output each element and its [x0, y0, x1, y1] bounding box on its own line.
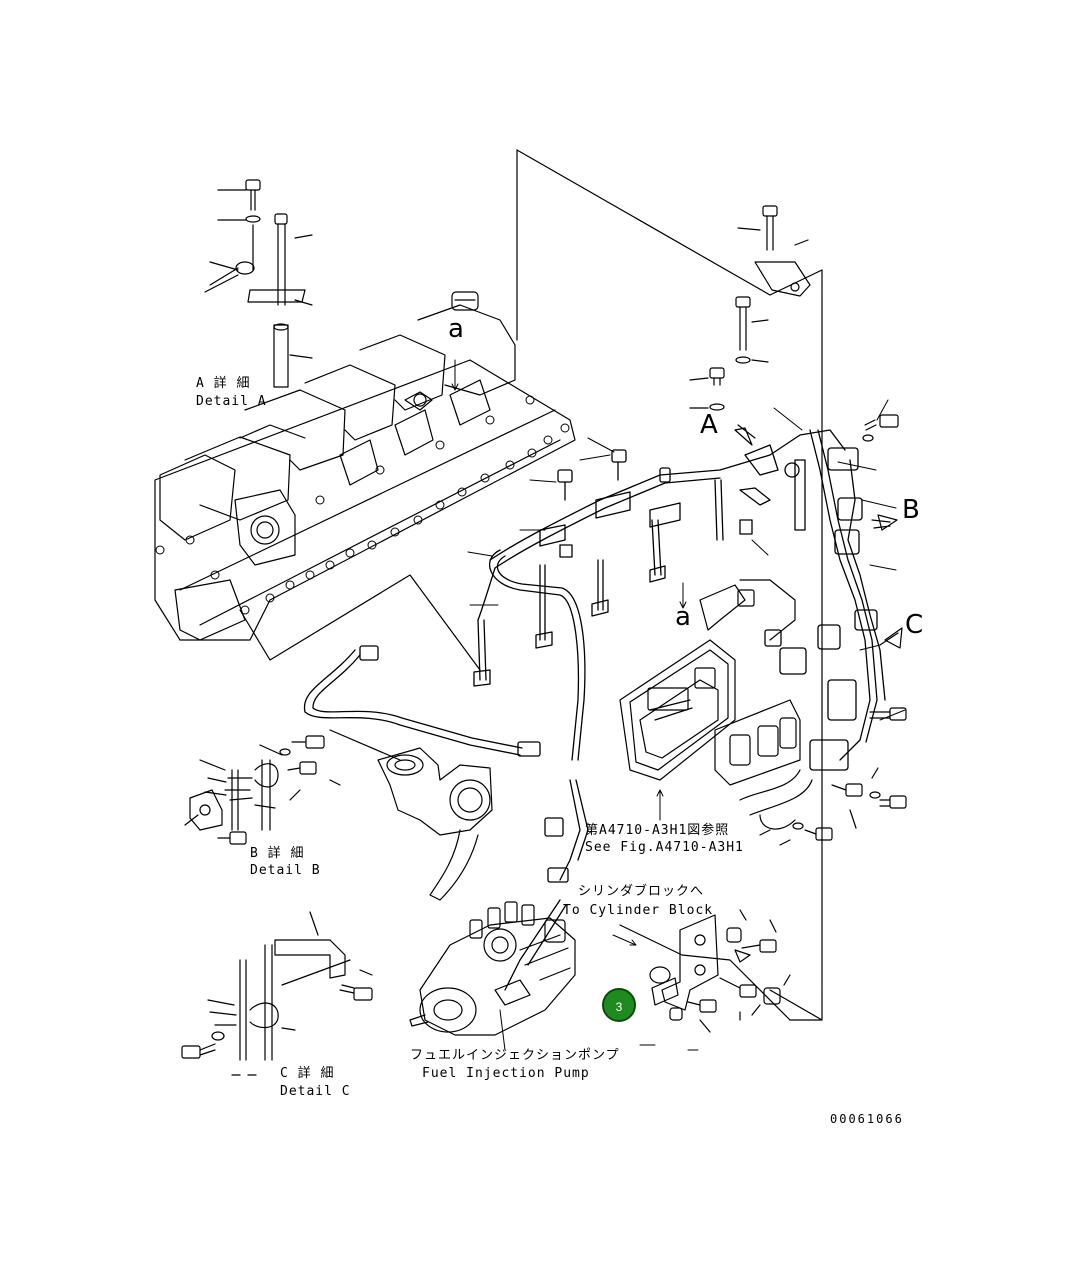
detail-a-label-en: Detail A [196, 394, 267, 409]
cylinder-block-label-en: To Cylinder Block [563, 903, 714, 918]
detail-c-parts [181, 911, 373, 1076]
detail-b-parts [184, 735, 341, 845]
detail-b-label-jp: B 詳 細 [250, 846, 305, 861]
fuel-pump-label-jp: フュエルインジェクションポンプ [410, 1048, 620, 1063]
frame-leader-right [769, 269, 823, 1021]
drawing-number: 00061066 [830, 1112, 904, 1126]
wiring-harness [303, 429, 886, 991]
ecu-module [619, 639, 736, 781]
view-letter-B: B [902, 495, 920, 525]
view-letter-a-top: a [448, 314, 464, 344]
leader-lines [451, 359, 906, 1051]
detail-c-label-en: Detail C [280, 1084, 351, 1099]
bracket-leader [739, 579, 796, 641]
fuel-pump-label-en: Fuel Injection Pump [422, 1066, 590, 1081]
view-letter-a-mid: a [675, 602, 691, 632]
engine-cylinder-head [154, 291, 576, 641]
fuel-injection-pump [409, 901, 576, 1036]
part-callout-3[interactable]: 3 [602, 988, 636, 1022]
sensor-bracket [699, 584, 746, 631]
see-fig-label-jp: 第A4710-A3H1図参照 [585, 823, 730, 838]
see-fig-label-en: See Fig.A4710-A3H1 [585, 840, 744, 855]
frame-leader-top [516, 149, 771, 341]
cylinder-block-bracket [619, 909, 791, 1033]
detail-b-label-en: Detail B [250, 863, 321, 878]
detail-a-parts [204, 179, 313, 388]
relay-block [714, 699, 813, 830]
view-letter-A: A [700, 410, 718, 440]
view-letter-C: C [905, 610, 924, 640]
turbo-housing [329, 729, 493, 901]
view-arrows [734, 424, 903, 649]
detail-a-label-jp: A 詳 細 [196, 376, 251, 391]
upper-right-bolts [689, 205, 811, 411]
block-leader-lines [239, 574, 481, 671]
detail-c-label-jp: C 詳 細 [280, 1066, 335, 1081]
cylinder-block-label-jp: シリンダブロックへ [578, 884, 705, 899]
right-side-bolts [759, 414, 907, 846]
sensor [737, 589, 755, 607]
